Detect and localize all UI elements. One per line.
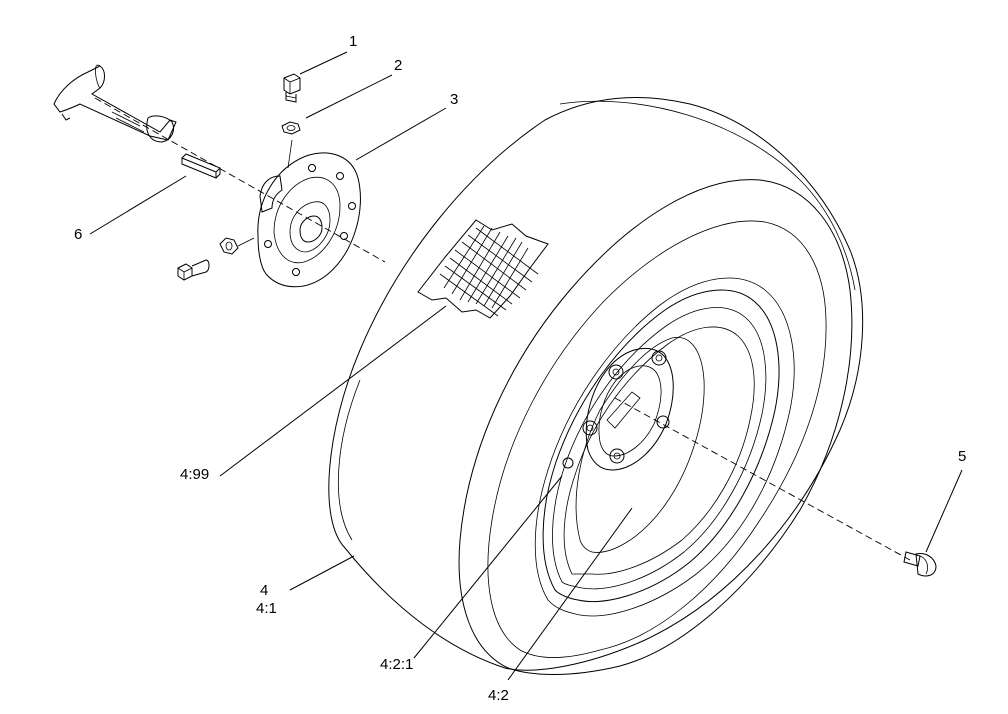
key (181, 153, 221, 179)
drive-shaft (53, 64, 177, 143)
callout-6: 6 (74, 226, 83, 243)
callout-1: 1 (349, 33, 358, 50)
hub (257, 152, 361, 288)
hub-bolt-hole (348, 202, 356, 210)
rim-lug-bolt (582, 420, 598, 436)
jam-nut (281, 121, 301, 135)
callout-4: 4 (260, 582, 269, 599)
rim-lug-bolt (656, 415, 670, 429)
hub-bolt-hole (340, 232, 348, 240)
hub-bolt-hole (336, 172, 344, 180)
callout-3: 3 (450, 91, 459, 108)
rim-lug-bolt (609, 448, 625, 464)
axle-centerline (94, 97, 386, 263)
set-screw (283, 73, 301, 103)
callout-4-2-1: 4:2:1 (380, 656, 414, 673)
tire (328, 96, 864, 675)
callout-4-2: 4:2 (488, 687, 509, 704)
callout-4-1: 4:1 (256, 600, 277, 617)
tread-pattern-detail (417, 219, 549, 319)
lower-set-screw (177, 259, 210, 281)
valve-stem (562, 457, 574, 469)
hub-bolt-hole (264, 240, 272, 248)
callout-2: 2 (394, 57, 403, 74)
rim-lug-bolt (608, 364, 624, 380)
rim (542, 289, 780, 602)
hub-bolt-hole (292, 268, 300, 276)
rim-hub-plate (582, 347, 674, 471)
hub-bolt-hole (308, 164, 316, 172)
callout-5: 5 (958, 448, 967, 465)
lug-bolt (903, 551, 937, 577)
lower-jam-nut (219, 237, 239, 255)
rim-lug-bolt (651, 350, 667, 366)
callout-4-99: 4:99 (180, 466, 210, 483)
screw-axis (287, 139, 293, 169)
leader-lines (89, 51, 963, 681)
wheel-centerline (614, 397, 911, 561)
